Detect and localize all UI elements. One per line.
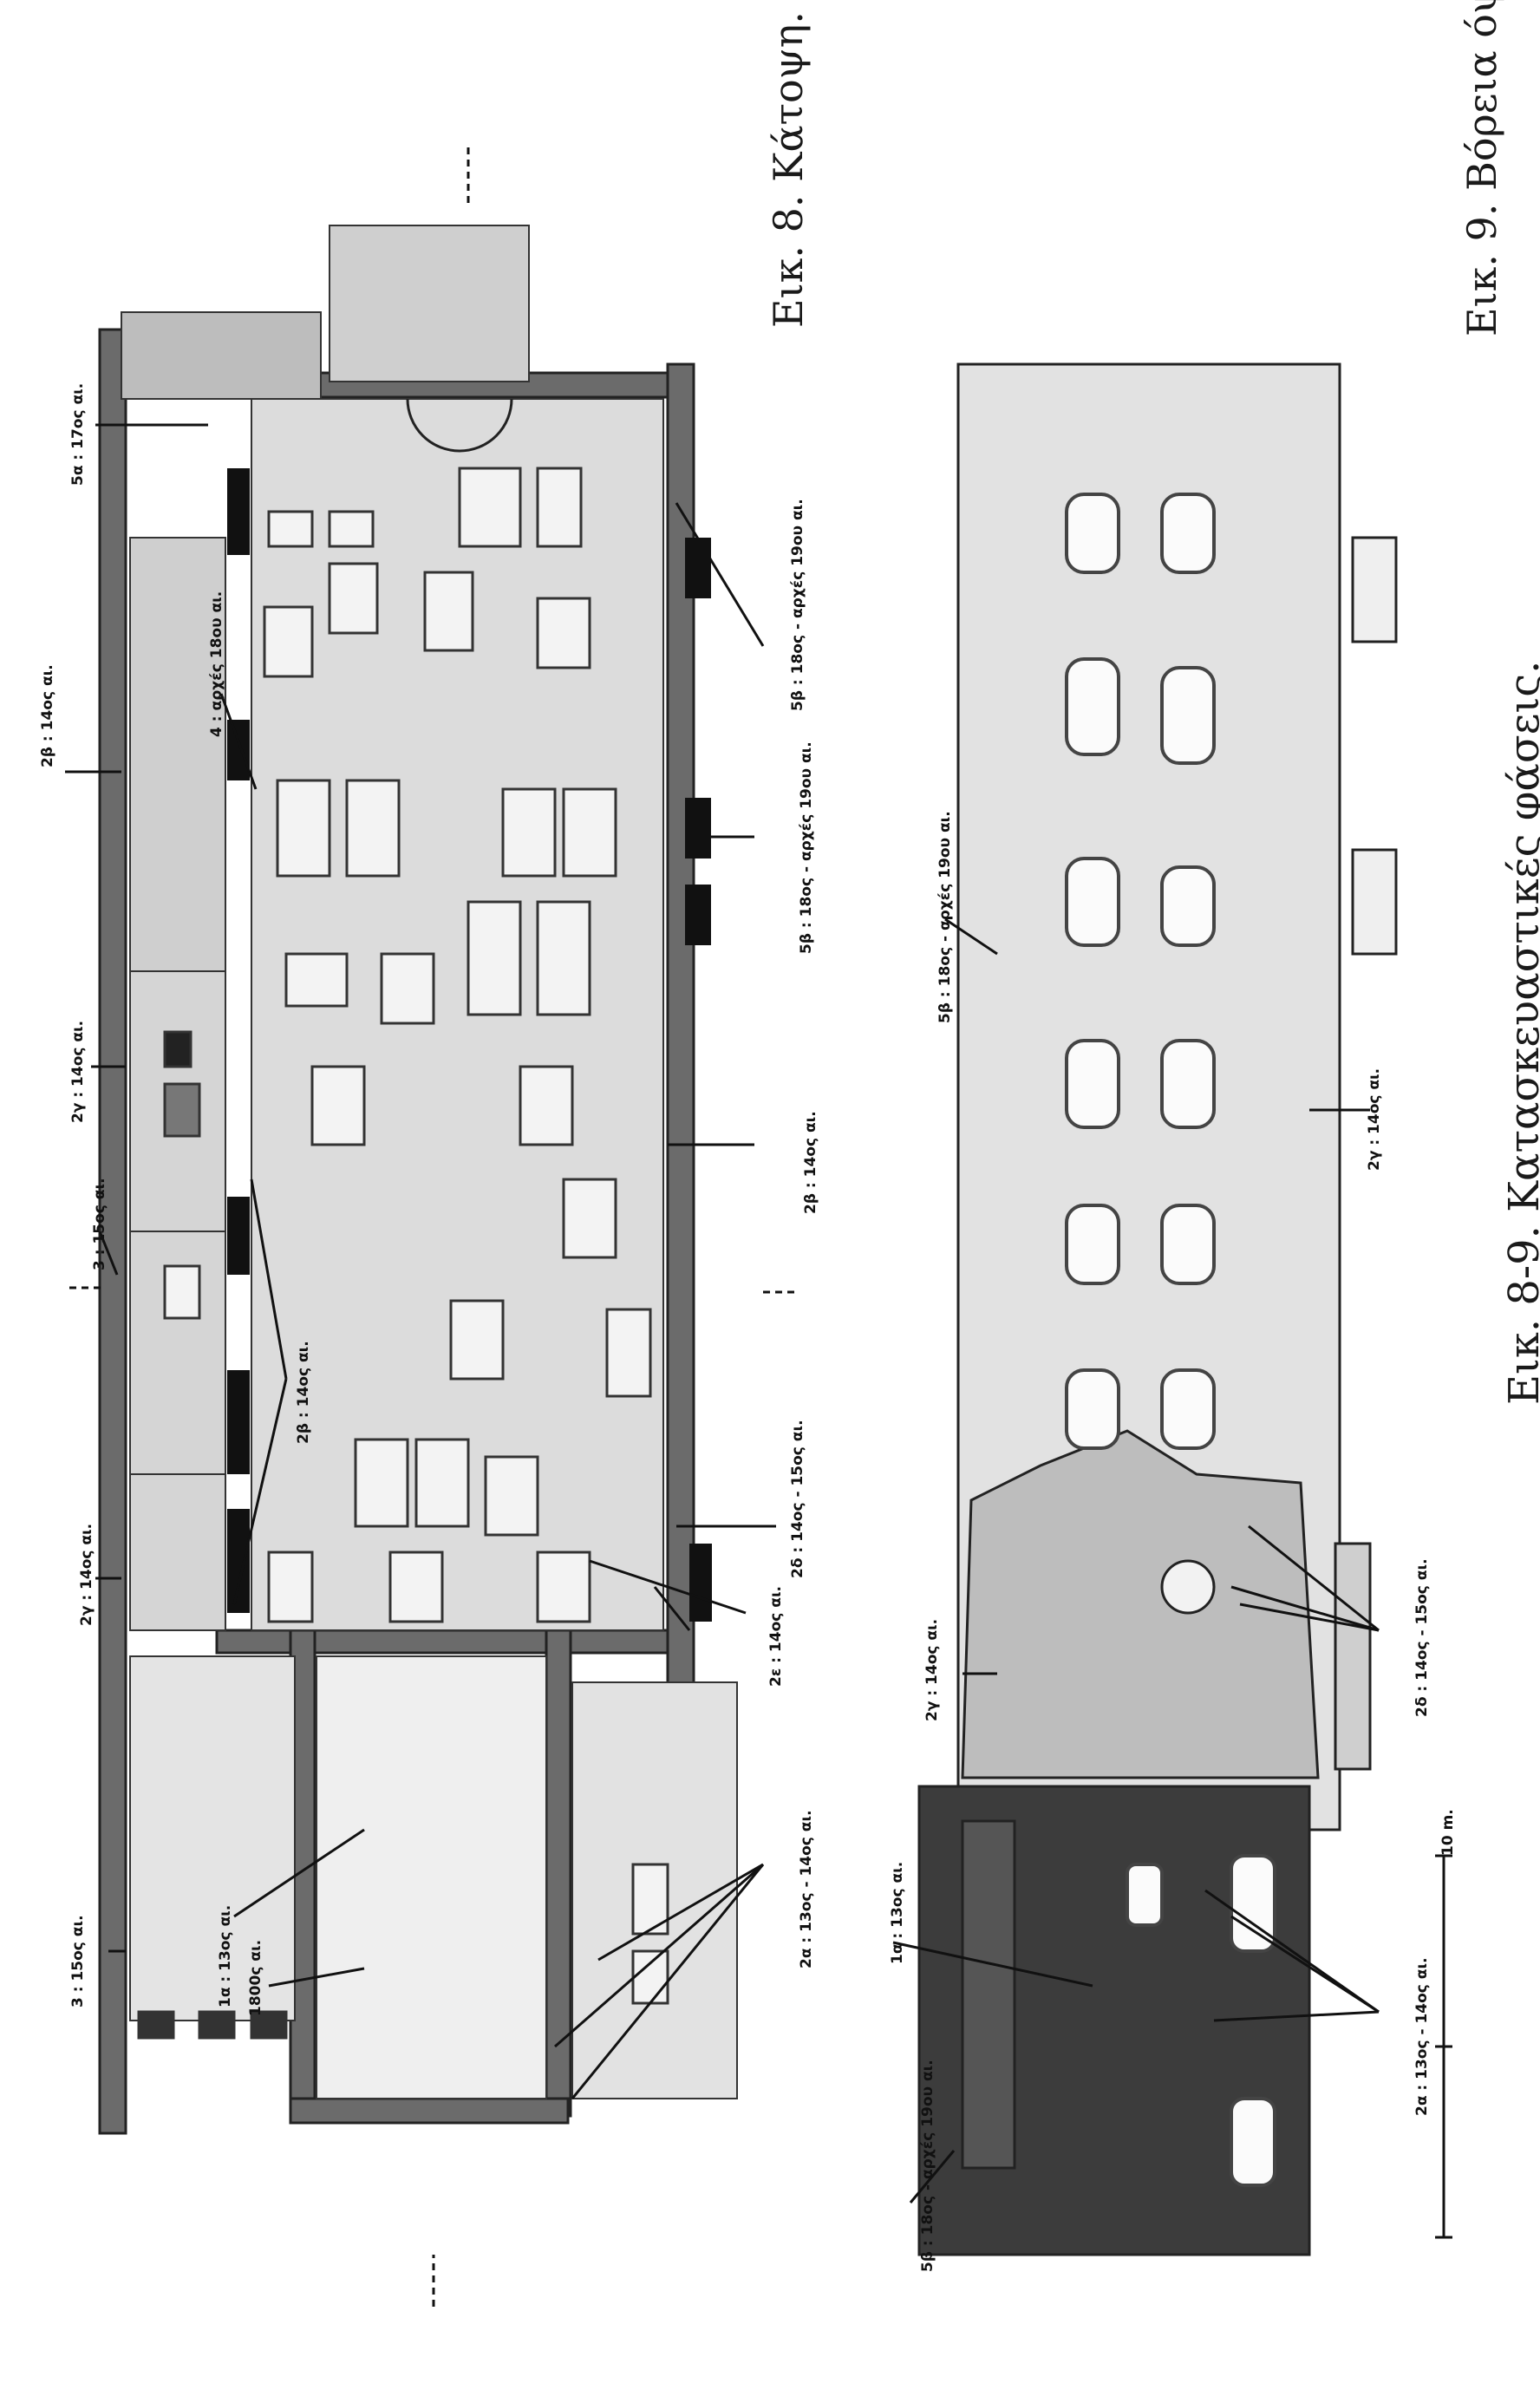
elev-label-2g-right: 2γ : 14ος αι.: [1366, 1067, 1383, 1171]
plan-rooms: [121, 225, 738, 2099]
elev-label-2g-left: 2γ : 14ος αι.: [923, 1618, 941, 1721]
label-5b-mid: 5β : 18ος - αρχές 19ου αι.: [798, 741, 815, 954]
elev-label-5b-bottom: 5β : 18ος - αρχές 19ου αι.: [919, 2060, 936, 2272]
label-2b-2: 2β : 14ος αι.: [295, 1341, 312, 1444]
plan-leader-lines: [65, 423, 776, 2099]
elevation-shapes: [917, 362, 1398, 2256]
elevation-leader-lines: [892, 917, 1380, 2203]
label-5b-top: 5β : 18ος - αρχές 19ου αι.: [789, 499, 806, 711]
elev-label-5b: 5β : 18ος - αρχές 19ου αι.: [936, 811, 954, 1023]
caption-fig9: Εικ. 9. Βόρεια όψη.: [1458, 0, 1505, 336]
label-2b-top: 2β : 14ος αι.: [39, 664, 56, 767]
elevation-windows: [1065, 493, 1276, 2187]
scale-bar: [1435, 1854, 1452, 2239]
label-1800s: 1800ς αι.: [247, 1939, 264, 2016]
section-markers: [69, 147, 798, 2307]
label-2d: 2δ : 14ος - 15ος αι.: [789, 1420, 806, 1578]
elev-label-2a: 2α : 13ος - 14ος αι.: [1413, 1957, 1431, 2116]
caption-fig8: Εικ. 8. Κάτοψη.: [765, 11, 812, 328]
scale-label: 10 m.: [1439, 1809, 1457, 1856]
label-2g-1: 2γ : 14ος αι.: [69, 1020, 87, 1123]
elev-label-2d: 2δ : 14ος - 15ος αι.: [1413, 1558, 1431, 1717]
apse-arc: [406, 398, 513, 453]
label-2b-3: 2β : 14ος αι.: [802, 1111, 819, 1214]
label-4: 4 : αρχές 18ου αι.: [208, 591, 225, 737]
caption-main: Εικ. 8-9. Κατασκευαστικές φάσεις.: [1500, 660, 1540, 1405]
label-2e: 2ε : 14ος αι.: [767, 1585, 785, 1687]
label-3-1: 3 : 15ος αι.: [91, 1178, 108, 1270]
label-5a: 5α : 17ος αι.: [69, 382, 87, 486]
label-2a: 2α : 13ος - 14ος αι.: [798, 1810, 815, 1968]
elev-label-1a: 1α : 13ος αι.: [889, 1861, 906, 1964]
label-1a: 1α : 13ος αι.: [217, 1904, 234, 2008]
plan-hatched-pillars: [227, 468, 712, 1622]
label-2g-2: 2γ : 14ος αι.: [78, 1523, 95, 1626]
label-3-2: 3 : 15ος αι.: [69, 1915, 87, 2008]
